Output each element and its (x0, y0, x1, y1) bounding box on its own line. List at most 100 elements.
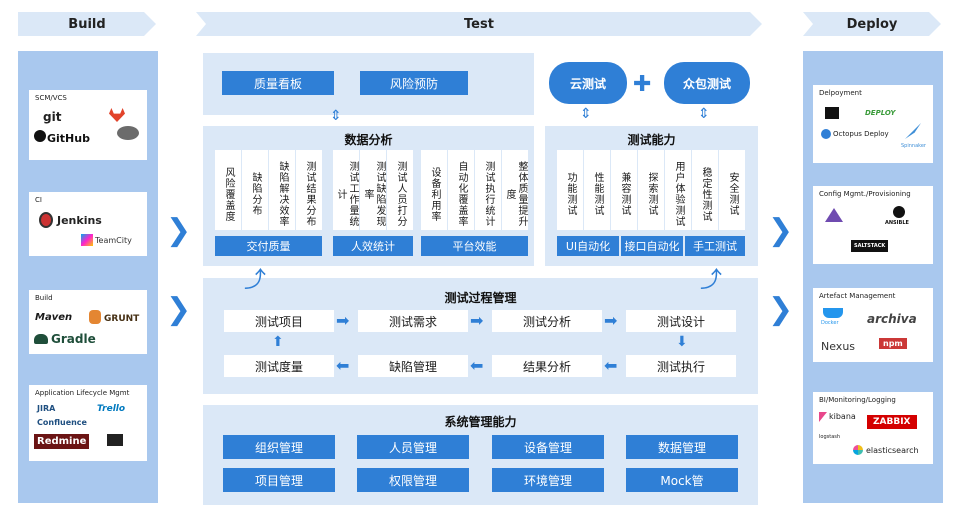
cloud-test[interactable]: 云测试 (549, 62, 627, 104)
octopus-logo: Octopus Deploy (833, 130, 889, 138)
up-down-arrow-icon: ⇕ (698, 106, 710, 122)
process-step[interactable]: 测试设计 (626, 310, 736, 332)
process-step[interactable]: 测试度量 (224, 355, 334, 377)
kibana-logo: kibana (829, 412, 856, 421)
kibana-icon (819, 412, 827, 422)
ansible-logo: ANSIBLE (885, 220, 909, 226)
teamcity-icon (81, 234, 93, 246)
chevron-right-icon: ❯ (768, 292, 794, 327)
ci-title: CI (35, 196, 42, 204)
bi-card: BI/Monitoring/Logging kibana ZABBIX logs… (813, 392, 933, 464)
metric-cell: 整体质量提升度 (502, 150, 528, 230)
jenkins-logo: Jenkins (57, 214, 102, 227)
efficiency-stats-label: 人效统计 (333, 236, 413, 256)
metric-cell: 缺陷分布 (242, 150, 268, 230)
elasticsearch-logo: elasticsearch (866, 446, 919, 455)
git-logo: git (43, 110, 62, 124)
risk-prevention-button[interactable]: 风险预防 (360, 71, 468, 95)
process-step[interactable]: 测试分析 (492, 310, 602, 332)
process-step[interactable]: 缺陷管理 (358, 355, 468, 377)
system-button[interactable]: 人员管理 (357, 435, 469, 459)
grunt-logo: GRUNT (104, 314, 140, 324)
manual-test-label: 手工测试 (685, 236, 745, 256)
teamcity-logo: TeamCity (95, 236, 132, 245)
jira-logo: JIRA (37, 404, 56, 413)
metric-cell: 测试缺陷发现率 (360, 150, 386, 230)
mercurial-icon (117, 126, 139, 140)
docker-logo: Docker (821, 320, 839, 326)
process-step[interactable]: 测试执行 (626, 355, 736, 377)
build-tools-title: Build (35, 294, 53, 302)
octopus-icon (821, 129, 831, 139)
redmine-logo: Redmine (34, 434, 90, 449)
curved-arrow-icon: ⤴ (244, 268, 267, 293)
build-header: Build (18, 12, 156, 36)
scm-title: SCM/VCS (35, 94, 67, 102)
arrow-right-icon: ➡ (470, 311, 484, 330)
bi-title: BI/Monitoring/Logging (819, 396, 896, 404)
system-button[interactable]: 设备管理 (492, 435, 604, 459)
ci-card: CI Jenkins TeamCity (29, 192, 147, 256)
deploy-logo: DEPLOY (865, 109, 896, 117)
chevron-right-icon: ❯ (166, 213, 192, 248)
data-analysis-title: 数据分析 (344, 133, 393, 147)
elastic-icon (853, 445, 863, 455)
system-button[interactable]: 数据管理 (626, 435, 738, 459)
puppet-icon (825, 208, 843, 222)
test-process-title: 测试过程管理 (444, 291, 517, 305)
crowd-test[interactable]: 众包测试 (664, 62, 750, 104)
system-button[interactable]: 组织管理 (223, 435, 335, 459)
metric-cell: 测试工作量统计 (333, 150, 359, 230)
zabbix-logo: ZABBIX (867, 415, 917, 429)
trello-logo: Trello (97, 404, 126, 414)
system-button[interactable]: Mock管 (626, 468, 738, 492)
spinnaker-logo: Spinnaker (901, 143, 926, 149)
process-step[interactable]: 测试需求 (358, 310, 468, 332)
arrow-down-icon: ⬇ (676, 334, 688, 350)
arrow-up-icon: ⬆ (272, 334, 284, 350)
api-automation-label: 接口自动化 (621, 236, 683, 256)
grunt-icon (89, 310, 101, 324)
ability-cell: 安全测试 (719, 150, 745, 230)
system-button[interactable]: 项目管理 (223, 468, 335, 492)
ansible-icon (893, 206, 905, 218)
process-step[interactable]: 结果分析 (492, 355, 602, 377)
gradle-icon (34, 334, 48, 344)
process-step[interactable]: 测试项目 (224, 310, 334, 332)
curved-arrow-icon: ⤴ (700, 268, 723, 293)
npm-logo: npm (879, 338, 907, 349)
nexus-logo: Nexus (821, 340, 856, 353)
build-tools-card: Build Maven GRUNT Gradle (29, 290, 147, 354)
ability-cell: 功能测试 (557, 150, 583, 230)
platform-efficiency-label: 平台效能 (421, 236, 528, 256)
artefact-card: Artefact Management Docker archiva Nexus… (813, 288, 933, 362)
github-icon (34, 130, 46, 142)
arrow-left-icon: ⬅ (336, 356, 350, 375)
deployment-card: Delpoyment DEPLOY Octopus Deploy Spinnak… (813, 85, 933, 163)
deploy-header: Deploy (803, 12, 941, 36)
quality-board-button[interactable]: 质量看板 (222, 71, 334, 95)
tool-icon (107, 434, 123, 446)
scm-card: SCM/VCS git GitHub (29, 90, 147, 160)
arrow-left-icon: ⬅ (470, 356, 484, 375)
up-down-arrow-icon: ⇕ (580, 106, 592, 122)
arrow-right-icon: ➡ (604, 311, 618, 330)
metric-cell: 缺陷解决效率 (269, 150, 295, 230)
system-button[interactable]: 环境管理 (492, 468, 604, 492)
arrow-right-icon: ➡ (336, 311, 350, 330)
plus-icon: ✚ (633, 72, 652, 97)
jenkins-icon (39, 212, 53, 228)
logstash-logo: logstash (819, 434, 841, 440)
ui-automation-label: UI自动化 (557, 236, 619, 256)
metric-cell: 测试人员打分 (387, 150, 413, 230)
ability-cell: 稳定性测试 (692, 150, 718, 230)
metric-cell: 风险覆盖度 (215, 150, 241, 230)
alm-card: Application Lifecycle Mgmt JIRA Trello C… (29, 385, 147, 461)
system-button[interactable]: 权限管理 (357, 468, 469, 492)
system-mgmt-title: 系统管理能力 (444, 415, 517, 429)
test-ability-title: 测试能力 (627, 133, 676, 147)
metric-cell: 测试结果分布 (296, 150, 322, 230)
config-title: Config Mgmt./Provisioning (819, 190, 911, 198)
spinnaker-icon (905, 123, 921, 139)
up-down-arrow-icon: ⇕ (330, 108, 342, 124)
